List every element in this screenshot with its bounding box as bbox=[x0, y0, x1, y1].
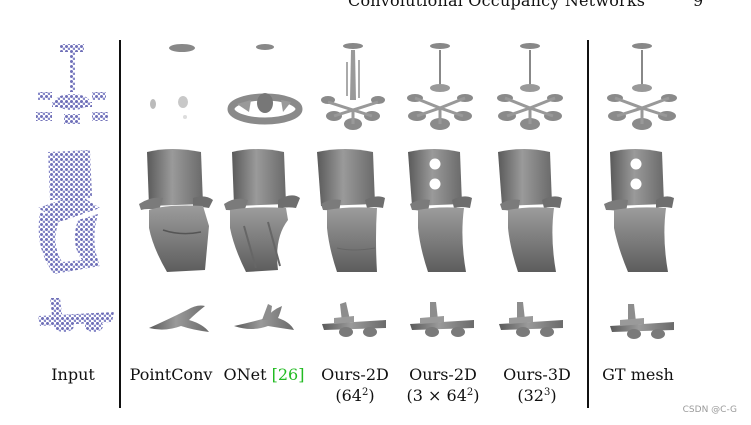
column-label-gt: GT mesh bbox=[602, 364, 674, 385]
column-label-ours2d-3plane: Ours-2D (3 × 642) bbox=[407, 364, 480, 406]
separator-input bbox=[119, 40, 121, 408]
onet-chandelier-mesh bbox=[225, 40, 305, 135]
column-label-ours2d-3plane-text: Ours-2D bbox=[409, 365, 477, 384]
column-label-ours3d-text: Ours-3D bbox=[503, 365, 571, 384]
ours2d-chair-mesh bbox=[313, 148, 391, 278]
citation-link[interactable]: [26] bbox=[271, 365, 305, 384]
column-label-ours3d: Ours-3D (323) bbox=[503, 364, 571, 406]
input-chair-pointcloud bbox=[30, 148, 115, 278]
column-sublabel-ours2d: (642) bbox=[335, 386, 375, 405]
column-label-pointconv-text: PointConv bbox=[129, 365, 213, 384]
column-label-ours2d-text: Ours-2D bbox=[321, 365, 389, 384]
ours3d-airplane-mesh bbox=[497, 296, 567, 341]
separator-gt bbox=[587, 40, 589, 408]
ours2d-3plane-chandelier-mesh bbox=[405, 40, 475, 140]
column-sublabel-ours2d-3plane: (3 × 642) bbox=[406, 386, 480, 405]
column-label-onet-text: ONet bbox=[223, 365, 267, 384]
ours2d-chandelier-mesh bbox=[318, 40, 388, 140]
input-chandelier-pointcloud bbox=[30, 40, 115, 135]
gt-airplane-mesh bbox=[608, 298, 678, 343]
column-sublabel-ours3d: (323) bbox=[517, 386, 557, 405]
page-number: 9 bbox=[693, 0, 704, 10]
column-label-ours2d: Ours-2D (642) bbox=[321, 364, 389, 406]
gt-chair-mesh bbox=[600, 148, 680, 278]
gt-chandelier-mesh bbox=[605, 40, 680, 140]
column-label-input: Input bbox=[51, 364, 95, 385]
column-label-input-text: Input bbox=[51, 365, 95, 384]
pointconv-chandelier-mesh bbox=[145, 40, 220, 130]
watermark: CSDN @C-G bbox=[682, 405, 737, 415]
onet-chair-mesh bbox=[222, 148, 302, 278]
ours2d-3plane-airplane-mesh bbox=[408, 296, 478, 341]
pointconv-chair-mesh bbox=[137, 148, 217, 278]
input-airplane-pointcloud bbox=[36, 292, 116, 342]
running-header-title: Convolutional Occupancy Networks bbox=[348, 0, 646, 10]
ours3d-chair-mesh bbox=[492, 148, 570, 278]
ours2d-airplane-mesh bbox=[320, 296, 390, 341]
column-label-pointconv: PointConv bbox=[130, 364, 213, 385]
ours3d-chandelier-mesh bbox=[495, 40, 565, 140]
onet-airplane-mesh bbox=[232, 298, 297, 340]
column-label-gt-text: GT mesh bbox=[602, 365, 674, 384]
column-label-onet: ONet [26] bbox=[224, 364, 305, 385]
pointconv-airplane-mesh bbox=[147, 298, 212, 340]
ours2d-3plane-chair-mesh bbox=[402, 148, 480, 278]
